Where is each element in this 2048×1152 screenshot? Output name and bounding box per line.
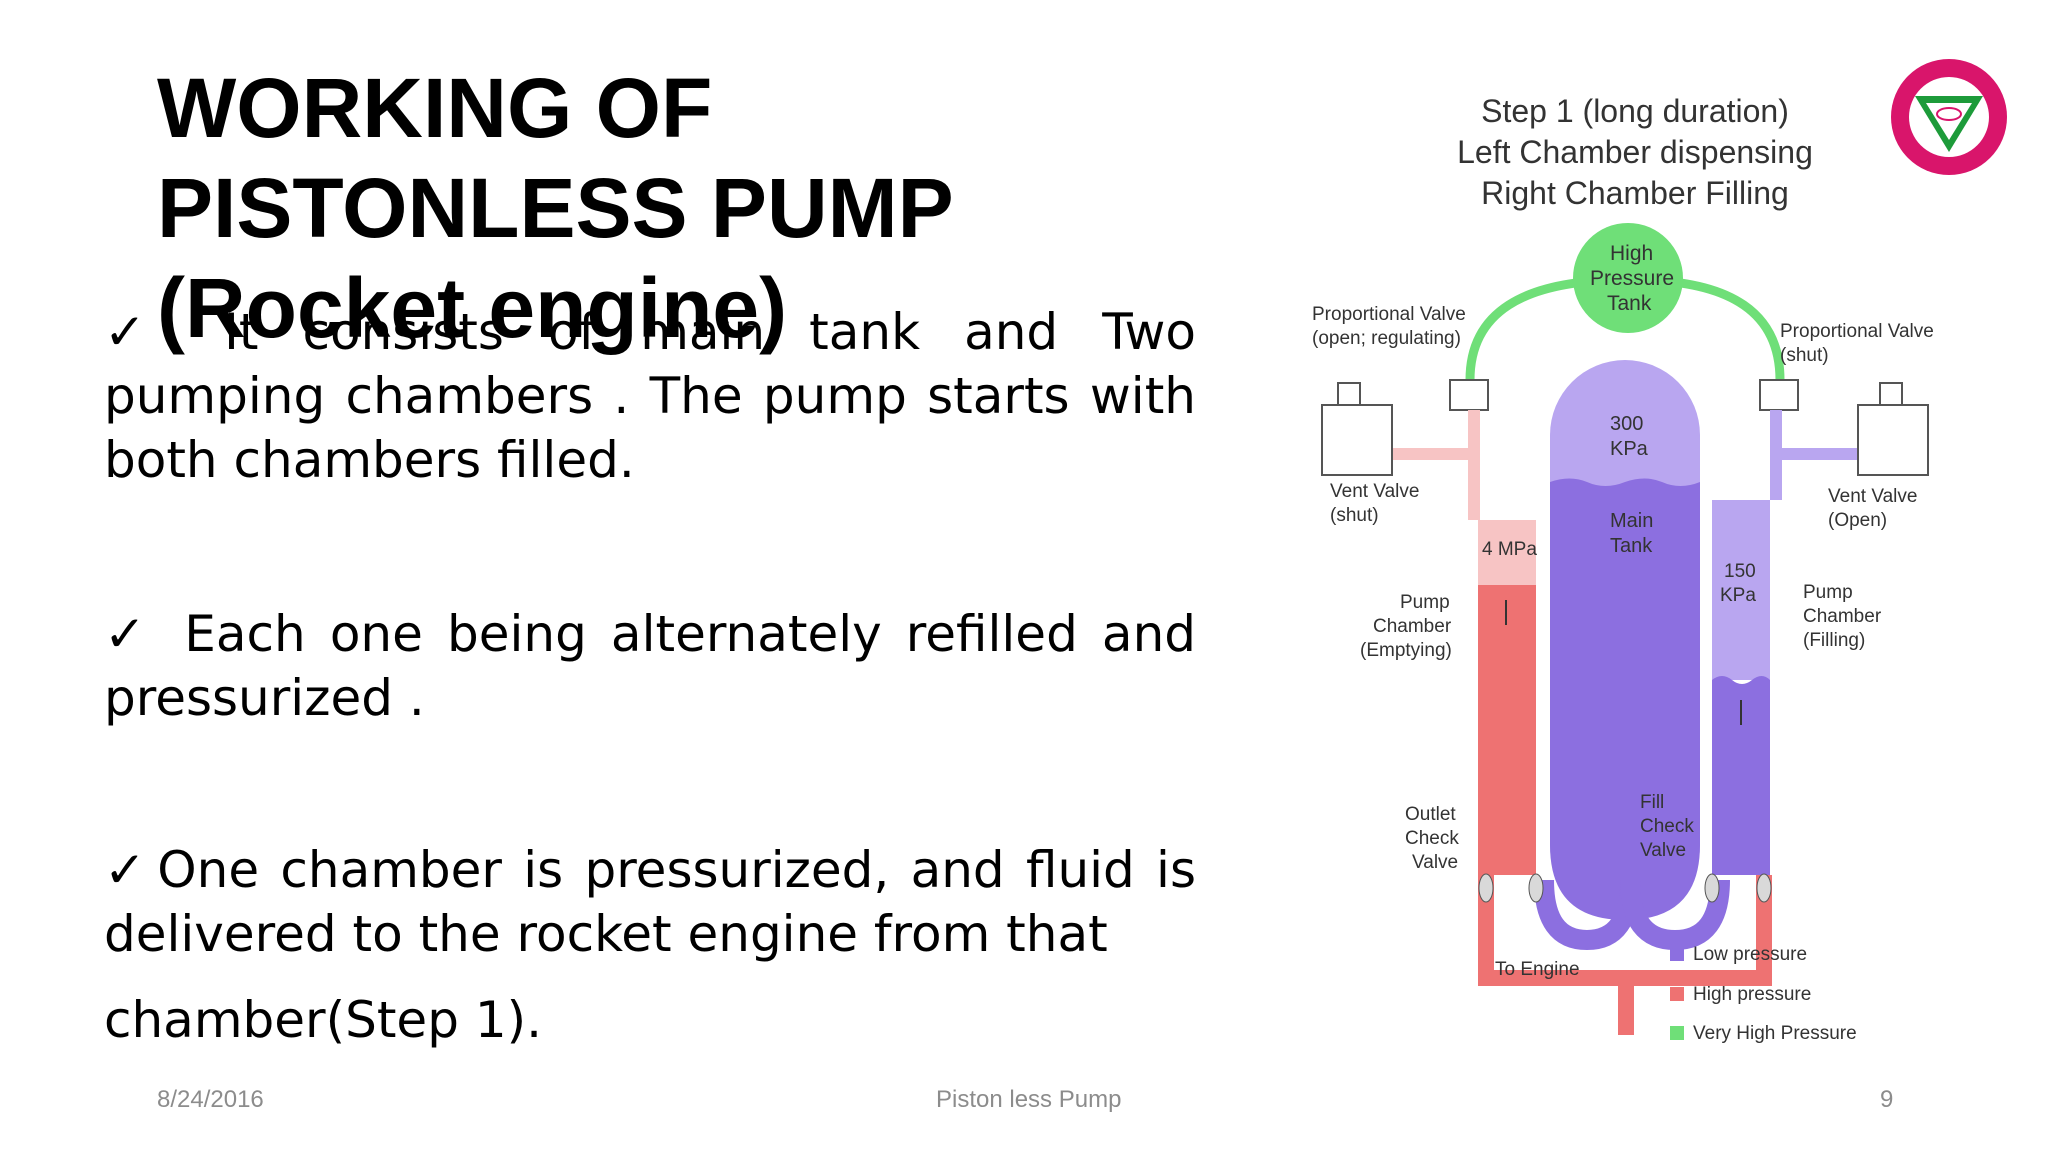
vent-valve-left-cap [1337, 382, 1361, 406]
fcv-label-2: Check [1640, 816, 1694, 837]
ocv-label-2: Check [1405, 828, 1459, 849]
outlet-check-valve-right [1756, 873, 1772, 903]
step-line-3: Right Chamber Filling [1481, 175, 1789, 211]
vent-valve-left [1321, 404, 1393, 476]
vent-valve-right-cap [1879, 382, 1903, 406]
university-logo [1891, 59, 2007, 175]
left-pipe-light [1468, 410, 1480, 520]
pv-right-label-2: (shut) [1780, 345, 1829, 366]
proportional-valve-left [1449, 379, 1489, 411]
pc-left-label-1: Pump [1400, 592, 1450, 613]
tank-pressure-1: 300 [1610, 413, 1643, 435]
pv-left-label-1: Proportional Valve [1312, 304, 1466, 325]
vent-right-label-1: Vent Valve [1828, 486, 1917, 507]
vent-left-label-1: Vent Valve [1330, 481, 1419, 502]
pc-right-label-1: Pump [1803, 582, 1853, 603]
left-pressure-label: 4 MPa [1482, 539, 1537, 560]
left-outlet-pipe [1478, 875, 1494, 985]
right-outlet-pipe [1756, 875, 1772, 985]
pv-left-label-2: (open; regulating) [1312, 328, 1461, 349]
legend-label-high: High pressure [1693, 984, 1811, 1005]
logo-eye-icon [1936, 107, 1962, 121]
left-chamber-liquid [1478, 585, 1536, 875]
right-pressure-label-2: KPa [1720, 585, 1756, 606]
pv-right-label-1: Proportional Valve [1780, 321, 1934, 342]
bullet-text-continued: chamber(Step 1). [104, 991, 543, 1049]
legend-swatch-high [1670, 987, 1684, 1001]
right-pressure-label-1: 150 [1724, 561, 1756, 582]
legend-swatch-very-high [1670, 1026, 1684, 1040]
hpt-label-3: Tank [1607, 292, 1652, 315]
vent-right-label-2: (Open) [1828, 510, 1887, 531]
bullet-item: ✓ Each one being alternately refilled an… [104, 602, 1196, 730]
fill-line-right [1620, 879, 1730, 951]
footer-page-number: 9 [1880, 1086, 1894, 1113]
proportional-valve-right [1759, 379, 1799, 411]
fill-check-valve-right [1704, 873, 1720, 903]
ocv-label-3: Valve [1412, 852, 1458, 873]
footer-date: 8/24/2016 [157, 1086, 264, 1113]
pistonless-pump-diagram: Step 1 (long duration) Left Chamber disp… [1312, 93, 1934, 1044]
step-line-1: Step 1 (long duration) [1481, 93, 1789, 129]
right-chamber-liquid [1712, 676, 1770, 875]
tank-pressure-2: KPa [1610, 438, 1649, 460]
main-tank-label-2: Tank [1610, 535, 1653, 557]
hpt-label-2: Pressure [1590, 267, 1674, 290]
pc-left-label-2: Chamber [1373, 616, 1452, 637]
high-pressure-tank [1573, 223, 1683, 333]
engine-manifold-pipe [1478, 970, 1772, 986]
bullet-text: It consists of main tank and Two pumping… [104, 303, 1196, 489]
legend-label-very-high: Very High Pressure [1693, 1023, 1857, 1044]
vent-valve-right [1857, 404, 1929, 476]
checkmark-icon: ✓ [104, 605, 155, 663]
right-vent-pipe [1770, 448, 1880, 460]
main-tank-label-1: Main [1610, 510, 1653, 532]
fcv-label-3: Valve [1640, 840, 1686, 861]
main-tank-liquid [1550, 478, 1700, 920]
footer-title: Piston less Pump [936, 1086, 1122, 1113]
left-chamber-gas [1478, 520, 1536, 585]
pc-left-label-3: (Emptying) [1360, 640, 1452, 661]
legend-swatch-low [1670, 947, 1684, 961]
vent-left-label-2: (shut) [1330, 505, 1379, 526]
checkmark-icon: ✓ [104, 303, 175, 361]
right-chamber-gas [1712, 500, 1770, 680]
ocv-label-1: Outlet [1405, 804, 1456, 825]
left-vent-pipe [1368, 448, 1480, 460]
bullet-text: One chamber is pressurized, and fluid is… [104, 841, 1196, 963]
pc-right-label-2: Chamber [1803, 606, 1882, 627]
outlet-check-valve-left [1478, 873, 1494, 903]
hpt-label-1: High [1610, 242, 1653, 265]
fcv-label-1: Fill [1640, 792, 1664, 813]
engine-feed-pipe [1618, 985, 1634, 1035]
pc-right-label-3: (Filling) [1803, 630, 1865, 651]
slide-title: WORKING OF PISTONLESS PUMP (Rocket engin… [157, 61, 953, 355]
bullet-item: ✓One chamber is pressurized, and fluid i… [104, 838, 1196, 1052]
checkmark-icon: ✓ [104, 841, 152, 899]
step-line-2: Left Chamber dispensing [1457, 134, 1813, 170]
fill-check-valve-left [1528, 873, 1544, 903]
bullet-item: ✓ It consists of main tank and Two pumpi… [104, 300, 1196, 492]
bullet-text: Each one being alternately refilled and … [104, 605, 1196, 727]
to-engine-label: To Engine [1495, 959, 1580, 980]
legend-label-low: Low pressure [1693, 944, 1807, 965]
